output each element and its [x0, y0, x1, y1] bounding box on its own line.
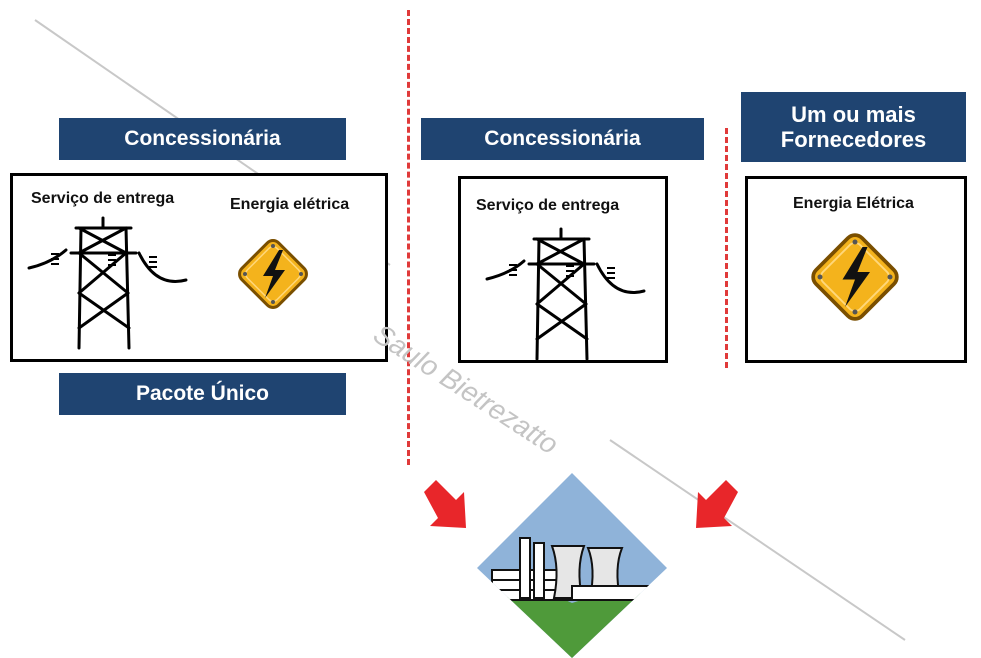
left-energy-label: Energia elétrica: [230, 196, 350, 213]
left-service-label: Serviço de entrega: [31, 190, 175, 207]
right-energy-label: Energia Elétrica: [793, 195, 914, 212]
middle-header-banner: Concessionária: [421, 118, 704, 160]
divider-left: [407, 10, 410, 465]
left-bundle-box: Serviço de entrega Energia elétrica: [10, 173, 388, 362]
right-header-banner: Um ou mais Fornecedores: [741, 92, 966, 162]
transmission-tower-icon: [27, 216, 188, 350]
middle-service-box: Serviço de entrega: [458, 176, 668, 363]
power-plant-icon: [477, 473, 667, 658]
divider-right: [725, 128, 728, 368]
transmission-tower-icon: [485, 227, 646, 361]
left-footer-banner: Pacote Único: [59, 373, 346, 415]
high-voltage-warning-icon: [811, 233, 899, 321]
middle-service-label: Serviço de entrega: [476, 197, 620, 214]
left-header-banner: Concessionária: [59, 118, 346, 160]
right-energy-box: Energia Elétrica: [745, 176, 967, 363]
arrow-icon: [424, 480, 466, 528]
high-voltage-warning-icon: [238, 239, 308, 309]
arrow-icon: [696, 480, 738, 528]
